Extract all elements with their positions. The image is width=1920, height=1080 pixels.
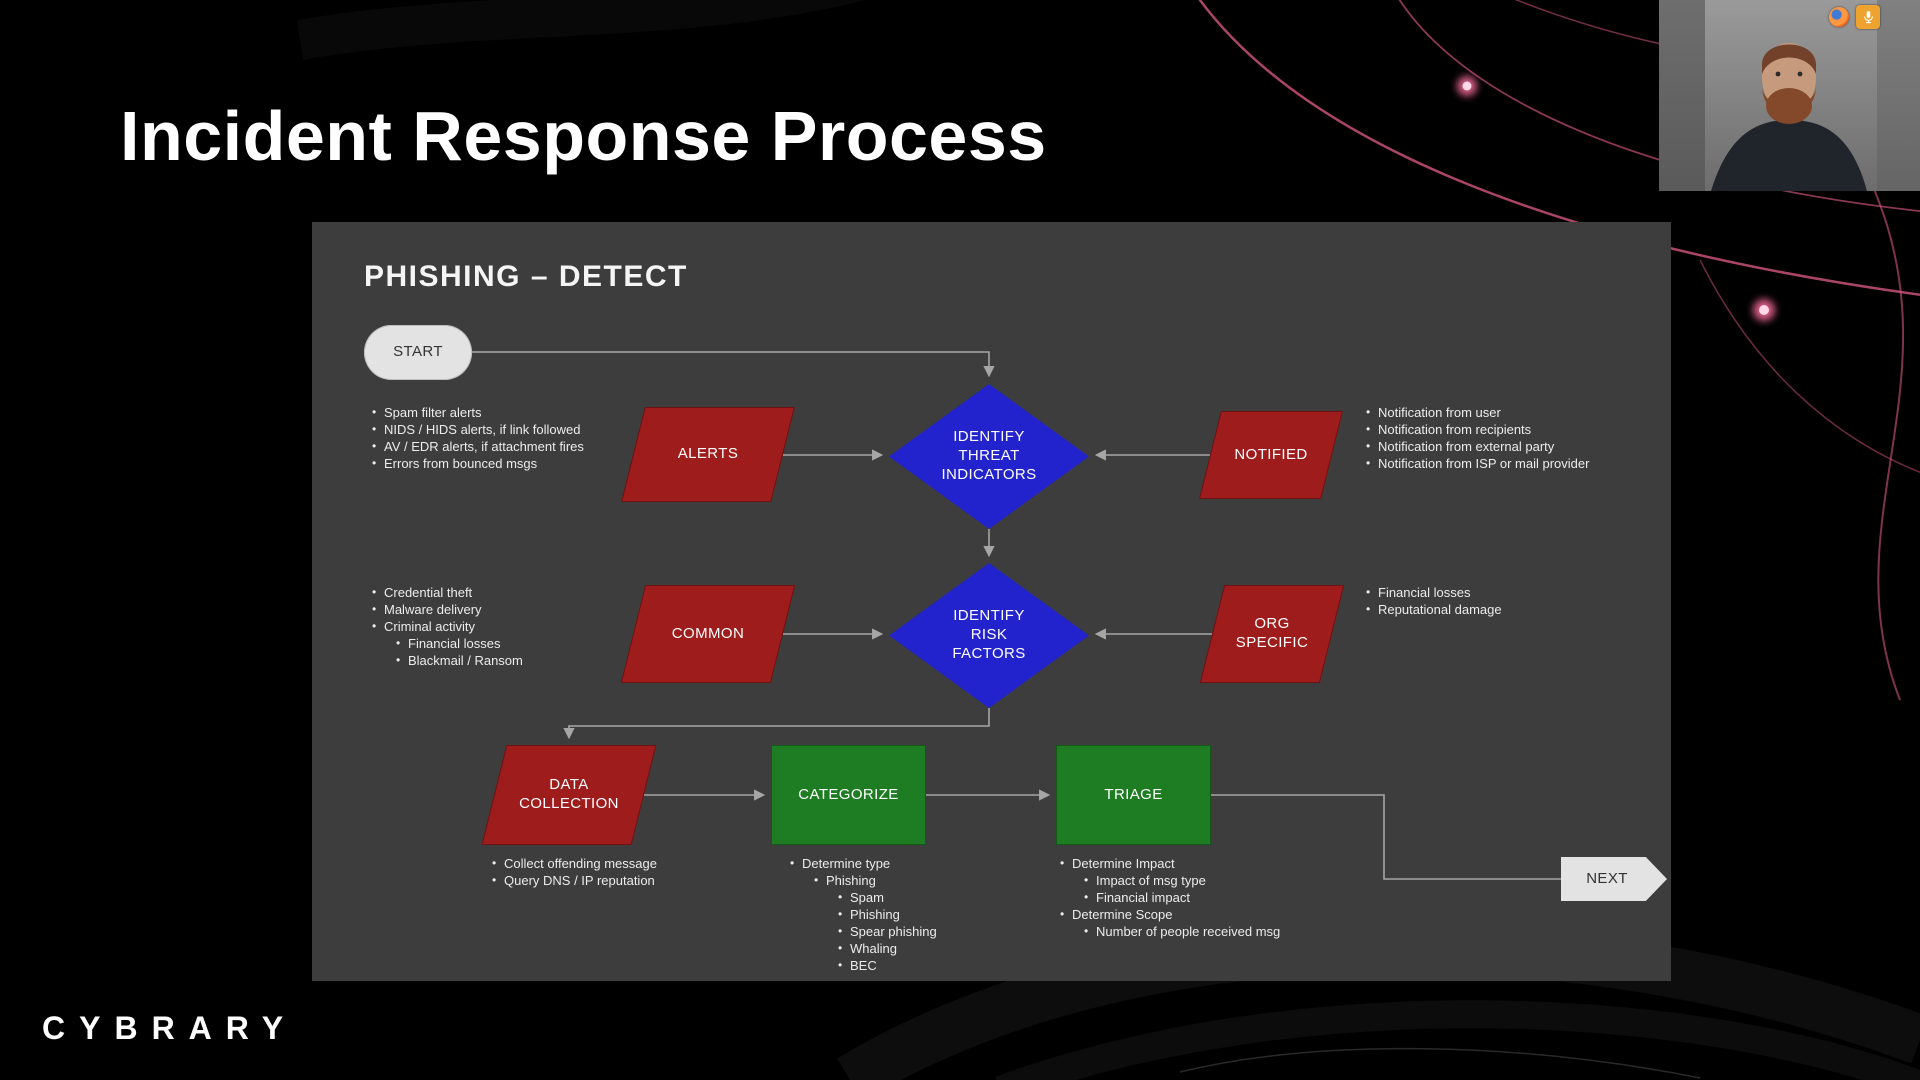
list-item: Reputational damage (1364, 601, 1502, 618)
presenter-webcam (1659, 0, 1920, 191)
mic-glyph (1863, 10, 1873, 23)
list-item: Financial impact (1082, 889, 1280, 906)
node-label: NEXT (1586, 869, 1628, 887)
common-risks-list: Credential theft Malware delivery Crimin… (370, 584, 523, 669)
flow-node-identify-risk-factors: IDENTIFY RISK FACTORS (889, 563, 1089, 708)
categorize-notes-list: Determine type Phishing Spam Phishing Sp… (788, 855, 937, 974)
glow-dot (1457, 76, 1775, 321)
list-item: Phishing (836, 906, 937, 923)
list-item: Malware delivery (370, 601, 523, 618)
microphone-icon[interactable] (1856, 5, 1880, 29)
list-item: Errors from bounced msgs (370, 455, 584, 472)
list-item: Determine Impact (1058, 855, 1280, 872)
slide-phishing-detect: PHISHING – DETECT START ALERTS IDENTIFY … (312, 222, 1671, 981)
node-label: NOTIFIED (1234, 445, 1308, 463)
list-item: Spam (836, 889, 937, 906)
flow-node-alerts: ALERTS (633, 407, 783, 502)
alerts-notes-list: Spam filter alerts NIDS / HIDS alerts, i… (370, 404, 584, 472)
flow-node-notified: NOTIFIED (1210, 411, 1332, 499)
notified-notes-list: Notification from user Notification from… (1364, 404, 1589, 472)
list-item: Number of people received msg (1082, 923, 1280, 940)
node-label: TRIAGE (1104, 785, 1163, 803)
node-label: IDENTIFY RISK FACTORS (952, 607, 1026, 662)
flow-node-org-specific: ORG SPECIFIC (1212, 585, 1332, 683)
list-item: Spam filter alerts (370, 404, 584, 421)
list-item: Notification from recipients (1364, 421, 1589, 438)
node-label: ALERTS (677, 445, 739, 463)
list-item: Notification from user (1364, 404, 1589, 421)
node-label: ORG SPECIFIC (1235, 615, 1309, 651)
top-right-icons (1829, 5, 1880, 29)
page-title: Incident Response Process (120, 97, 1047, 175)
flow-node-categorize: CATEGORIZE (771, 745, 926, 845)
list-item: Impact of msg type (1082, 872, 1280, 889)
list-item: Notification from external party (1364, 438, 1589, 455)
flow-node-common: COMMON (633, 585, 783, 683)
list-item: Financial losses (394, 635, 523, 652)
flow-node-data-collection: DATA COLLECTION (494, 745, 644, 845)
presenter-silhouette (1659, 0, 1920, 191)
list-item: Blackmail / Ransom (394, 652, 523, 669)
slide-heading: PHISHING – DETECT (364, 260, 688, 293)
list-item: BEC (836, 957, 937, 974)
flow-node-start: START (364, 325, 472, 380)
browser-icon[interactable] (1829, 7, 1849, 27)
list-item: AV / EDR alerts, if attachment fires (370, 438, 584, 455)
list-item: Determine type (788, 855, 937, 872)
cybrary-logo: CYBRARY (42, 1010, 298, 1046)
flow-node-next: NEXT (1561, 857, 1667, 901)
node-label: CATEGORIZE (798, 785, 899, 803)
triage-notes-list: Determine Impact Impact of msg type Fina… (1058, 855, 1280, 940)
node-label: COMMON (671, 624, 745, 642)
list-item: Determine Scope (1058, 906, 1280, 923)
list-item: NIDS / HIDS alerts, if link followed (370, 421, 584, 438)
list-item: Financial losses (1364, 584, 1502, 601)
flow-node-identify-threat-indicators: IDENTIFY THREAT INDICATORS (889, 384, 1089, 529)
data-collection-notes-list: Collect offending message Query DNS / IP… (490, 855, 657, 889)
org-specific-risks-list: Financial losses Reputational damage (1364, 584, 1502, 618)
list-item: Criminal activity (370, 618, 523, 635)
node-label: DATA COLLECTION (519, 776, 619, 812)
list-item: Whaling (836, 940, 937, 957)
list-item: Collect offending message (490, 855, 657, 872)
node-label: IDENTIFY THREAT INDICATORS (941, 428, 1037, 483)
list-item: Notification from ISP or mail provider (1364, 455, 1589, 472)
list-item: Spear phishing (836, 923, 937, 940)
flow-node-triage: TRIAGE (1056, 745, 1211, 845)
list-item: Phishing (812, 872, 937, 889)
list-item: Query DNS / IP reputation (490, 872, 657, 889)
node-label: START (393, 343, 443, 361)
list-item: Credential theft (370, 584, 523, 601)
